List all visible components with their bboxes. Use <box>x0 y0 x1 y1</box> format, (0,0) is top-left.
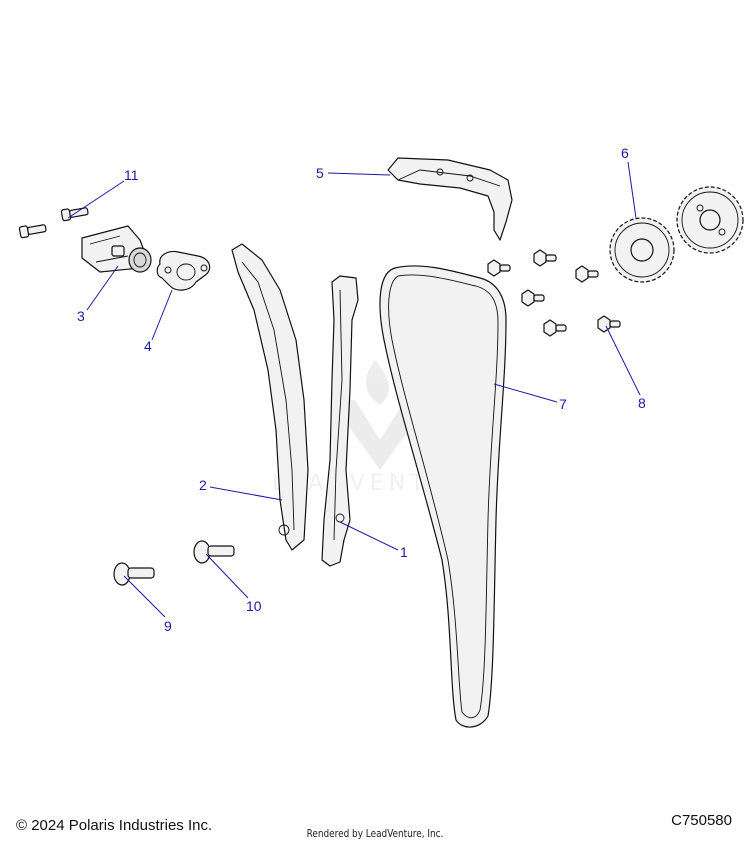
callout-3[interactable]: 3 <box>77 308 85 324</box>
callout-4[interactable]: 4 <box>144 338 152 354</box>
part-10-pivot-bolt[interactable] <box>193 540 235 564</box>
callout-10[interactable]: 10 <box>246 598 262 614</box>
part-4-gasket[interactable] <box>156 250 211 291</box>
part-8-sprocket-bolts[interactable] <box>487 249 621 337</box>
callout-2[interactable]: 2 <box>199 477 207 493</box>
callout-8[interactable]: 8 <box>638 395 646 411</box>
part-5-upper-guide[interactable] <box>387 157 513 241</box>
part-11-bolts[interactable] <box>18 206 89 239</box>
callout-5[interactable]: 5 <box>316 165 324 181</box>
part-7-timing-chain[interactable] <box>379 265 507 728</box>
callout-11[interactable]: 11 <box>124 167 139 183</box>
copyright-notice: © 2024 Polaris Industries Inc. <box>16 817 213 834</box>
callout-9[interactable]: 9 <box>164 618 172 634</box>
part-2-tensioner-blade[interactable] <box>231 243 309 551</box>
rendered-by-credit: Rendered by LeadVenture, Inc. <box>306 827 444 840</box>
part-6-cam-sprockets[interactable] <box>609 186 744 283</box>
diagram-code: C750580 <box>671 812 732 829</box>
leader-lines <box>67 161 641 618</box>
callout-6[interactable]: 6 <box>621 145 629 161</box>
part-9-pivot-bolt[interactable] <box>113 562 155 586</box>
part-3-tensioner[interactable] <box>81 225 152 273</box>
callout-7[interactable]: 7 <box>559 396 567 412</box>
callout-1[interactable]: 1 <box>400 544 408 560</box>
part-1-fixed-guide[interactable] <box>321 275 359 567</box>
